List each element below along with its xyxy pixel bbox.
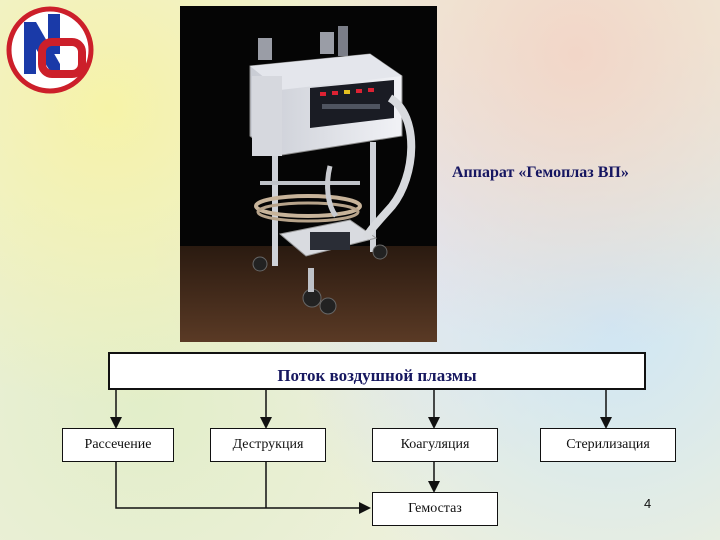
branch-label: Коагуляция bbox=[400, 437, 470, 452]
branch-label: Стерилизация bbox=[566, 437, 650, 452]
branch-box-sterilizatsiya: Стерилизация bbox=[540, 428, 676, 462]
result-box-gemostaz: Гемостаз bbox=[372, 492, 498, 526]
page-number: 4 bbox=[644, 496, 652, 511]
branch-box-rassechenie: Рассечение bbox=[62, 428, 174, 462]
device-photo bbox=[180, 6, 437, 342]
branch-label: Деструкция bbox=[232, 437, 304, 452]
device-caption: Аппарат «Гемоплаз ВП» bbox=[452, 164, 629, 181]
logo bbox=[4, 4, 96, 96]
branch-box-destruktsiya: Деструкция bbox=[210, 428, 326, 462]
diagram-root-label: Поток воздушной плазмы bbox=[277, 366, 477, 385]
branch-label: Рассечение bbox=[84, 437, 152, 452]
logo-letter-o bbox=[38, 38, 86, 78]
diagram-root-box: Поток воздушной плазмы bbox=[108, 352, 646, 390]
connector-rassechenie-gemostaz bbox=[115, 461, 371, 514]
result-label: Гемостаз bbox=[408, 501, 462, 516]
logo-graphic bbox=[6, 6, 94, 94]
medical-device-illustration bbox=[180, 6, 437, 342]
branch-box-koagulyatsiya: Коагуляция bbox=[372, 428, 498, 462]
